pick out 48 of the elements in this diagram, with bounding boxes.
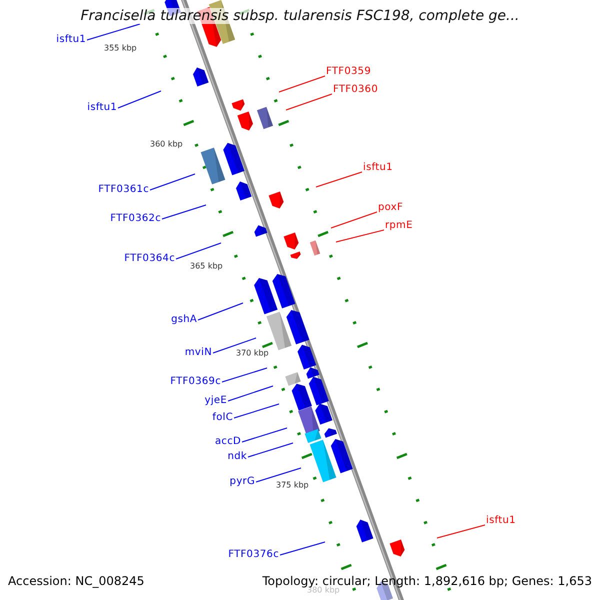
scale-label: 380 kbp [307,586,340,594]
gene-label: isftu1 [87,102,117,114]
scale-label: 360 kbp [150,140,183,148]
gene-label: rpmE [385,220,413,232]
gene-label: FTF0359 [326,66,371,78]
gene-label: FTF0364c [124,253,175,265]
gene-label: accD [214,436,241,448]
gene-label: FTF0360 [333,84,378,96]
leader-line [278,76,326,92]
gene-label: folC [212,412,233,424]
leader-line [150,174,196,190]
gene-label: isftu1 [486,515,516,527]
gene-label: pyrG [230,476,255,488]
leader-line [228,386,274,402]
leader-line [176,242,222,260]
gene-label: yjeE [204,395,227,407]
gene-label: poxF [378,202,404,214]
leader-line [212,338,256,354]
leader-line [234,404,280,418]
leader-line [162,204,206,220]
leader-line [286,94,332,110]
leader-line [336,230,384,242]
scale-label: 375 kbp [276,480,309,490]
scale-label: 370 kbp [236,348,269,358]
leader-line [242,428,288,442]
gene-label: isftu1 [56,34,86,46]
leader-line [316,172,362,188]
leader-line [222,368,268,382]
gene-label: mviN [184,347,212,359]
footer-text: Accession: NC_008245 [8,574,144,588]
scale-label: 365 kbp [190,262,223,270]
gene-label: isftu1 [363,162,393,174]
gene-label: FTF0369c [170,376,221,388]
gene-label: ndk [228,451,247,463]
leader-line [256,468,302,482]
footer-text: Topology: circular; Length: 1,892,616 bp; Genes: 1,653 [262,574,592,588]
gene-label: FTF0376c [228,549,279,561]
leader-line [198,302,244,320]
leader-line [118,90,162,108]
leader-line [86,24,140,40]
gene-label: FTF0361c [98,184,149,196]
gene-label: FTF0362c [110,213,161,225]
leader-line [280,542,326,556]
gene-label: gshA [171,314,197,326]
leader-line [330,212,378,228]
leader-line [248,442,294,458]
scale-label: 355 kbp [104,44,137,52]
leader-line [436,524,486,538]
